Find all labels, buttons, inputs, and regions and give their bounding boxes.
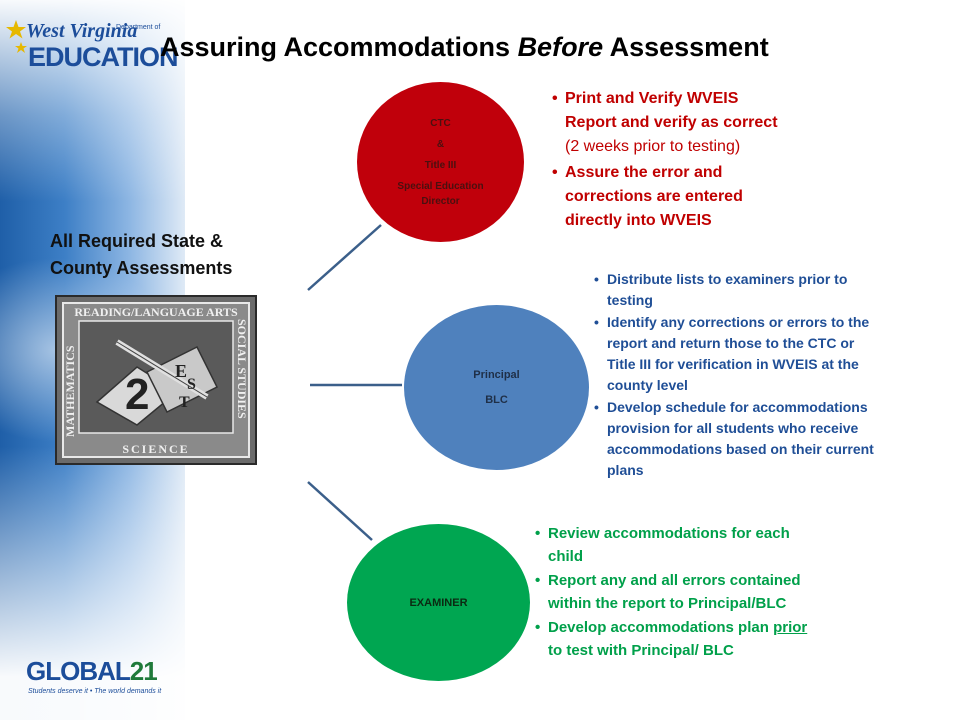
- ctc-circle-line-4: Special Education: [397, 180, 484, 192]
- examiner-bullet-list: Review accommodations for each child Rep…: [535, 522, 820, 663]
- global21-logo-number: 21: [129, 656, 158, 686]
- principal-circle-line-2: BLC: [485, 393, 508, 406]
- ctc-bullet-1: Print and Verify WVEIS Report and verify…: [552, 87, 792, 159]
- principal-circle-line-1: Principal: [473, 368, 520, 381]
- examiner-bullet-2: Report any and all errors contained with…: [535, 569, 820, 615]
- ctc-bullet-2: Assure the error and corrections are ent…: [552, 161, 792, 233]
- wv-education-logo: West Virginia Department of EDUCATION: [6, 12, 178, 74]
- global21-logo-name: GLOBAL21: [26, 656, 158, 687]
- principal-bullet-3: Develop schedule for accommodations prov…: [594, 397, 874, 481]
- image-letter-s: S: [187, 376, 196, 393]
- principal-bullet-2: Identify any corrections or errors to th…: [594, 312, 874, 396]
- examiner-bullet-1: Review accommodations for each child: [535, 522, 820, 568]
- ctc-circle-line-1: CTC: [430, 117, 451, 129]
- ctc-bullet-1-normal: (2 weeks prior to testing): [565, 138, 741, 155]
- examiner-bullet-3-pre: Develop accommodations plan: [548, 619, 774, 636]
- wv-logo-education: EDUCATION: [28, 42, 178, 72]
- image-right-text: SOCIAL STUDIES: [235, 319, 249, 419]
- principal-circle: Principal BLC: [404, 305, 589, 470]
- examiner-bullet-3-underlined: prior: [773, 619, 808, 636]
- wv-logo-state: West Virginia: [26, 20, 138, 42]
- ctc-bullet-1-bold: Print and Verify WVEIS Report and verify…: [565, 90, 778, 131]
- examiner-bullet-3: Develop accommodations plan prior to tes…: [535, 616, 820, 662]
- global21-logo: GLOBAL21 Students deserve it • The world…: [26, 656, 176, 704]
- page-title: Assuring Accommodations Before Assessmen…: [160, 32, 769, 63]
- subjects-test-image: READING/LANGUAGE ARTS SCIENCE MATHEMATIC…: [55, 295, 257, 465]
- image-top-text: READING/LANGUAGE ARTS: [74, 305, 238, 319]
- image-number: 2: [125, 370, 149, 419]
- connector-to-ctc: [307, 224, 382, 291]
- ctc-circle: CTC & Title III Special Education Direct…: [357, 82, 524, 242]
- principal-bullet-1: Distribute lists to examiners prior to t…: [594, 269, 874, 311]
- examiner-circle-line-1: EXAMINER: [409, 596, 468, 609]
- global21-logo-tagline: Students deserve it • The world demands …: [28, 688, 162, 695]
- ctc-circle-line-3: Title III: [424, 159, 457, 171]
- title-part-3: Assessment: [603, 32, 769, 62]
- ctc-circle-line-2: &: [436, 138, 445, 150]
- image-left-text: MATHEMATICS: [63, 345, 77, 437]
- title-part-1: Assuring Accommodations: [160, 32, 518, 62]
- global21-logo-word: GLOBAL: [26, 656, 131, 686]
- ctc-bullet-list: Print and Verify WVEIS Report and verify…: [552, 87, 792, 235]
- image-letter-e: E: [175, 361, 187, 381]
- assessments-heading: All Required State & County Assessments: [50, 231, 233, 278]
- wv-logo-dept: Department of: [116, 24, 161, 31]
- examiner-bullet-3-post: to test with Principal/ BLC: [548, 642, 734, 659]
- title-part-2: Before: [517, 32, 604, 62]
- subjects-test-illustration: READING/LANGUAGE ARTS SCIENCE MATHEMATIC…: [57, 297, 255, 463]
- ctc-circle-line-5: Director: [421, 195, 460, 207]
- image-letter-t: T: [179, 394, 190, 411]
- principal-bullet-list: Distribute lists to examiners prior to t…: [594, 269, 874, 482]
- examiner-circle: EXAMINER: [347, 524, 530, 681]
- image-bottom-text: SCIENCE: [122, 442, 189, 456]
- connector-to-examiner: [307, 481, 373, 541]
- stars-icon: [6, 20, 27, 53]
